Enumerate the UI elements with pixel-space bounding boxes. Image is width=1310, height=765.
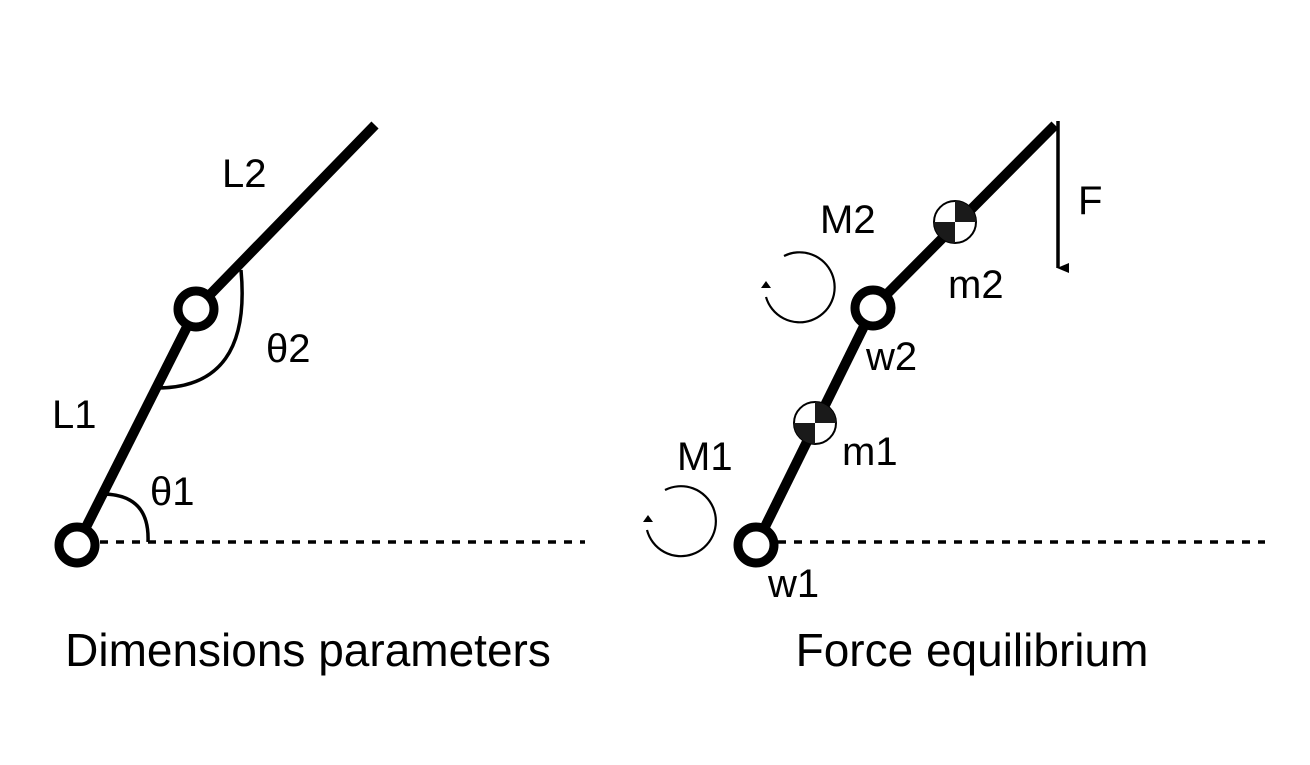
label-m1: m1 bbox=[842, 430, 898, 474]
right-panel: F M2 m2 w2 m1 M1 w1 Force equilibrium bbox=[643, 121, 1265, 676]
moment2-arrow-icon bbox=[761, 251, 836, 324]
label-theta2: θ2 bbox=[266, 327, 311, 371]
angle1-arc bbox=[101, 492, 150, 543]
moment1-arrow-icon bbox=[643, 485, 717, 558]
right-joint-1-icon bbox=[733, 522, 779, 568]
left-link-2 bbox=[192, 121, 379, 313]
right-caption: Force equilibrium bbox=[796, 624, 1149, 676]
label-M1: M1 bbox=[677, 435, 733, 479]
left-panel: L2 L1 θ2 θ1 Dimensions parameters bbox=[52, 121, 585, 676]
label-F: F bbox=[1078, 179, 1102, 223]
label-M2: M2 bbox=[820, 198, 876, 242]
left-caption: Dimensions parameters bbox=[65, 624, 551, 676]
label-w1: w1 bbox=[767, 562, 819, 606]
label-m2: m2 bbox=[948, 263, 1004, 307]
right-joint-2-icon bbox=[850, 285, 896, 331]
left-joint-2-icon bbox=[173, 286, 219, 332]
center-of-mass-2-icon bbox=[933, 200, 977, 244]
left-link-1 bbox=[72, 306, 201, 548]
angle2-arc bbox=[156, 269, 244, 390]
label-w2: w2 bbox=[865, 335, 917, 379]
label-theta1: θ1 bbox=[150, 470, 195, 514]
center-of-mass-1-icon bbox=[793, 401, 837, 445]
label-L2: L2 bbox=[222, 152, 267, 196]
label-L1: L1 bbox=[52, 393, 97, 437]
left-joint-1-icon bbox=[54, 522, 100, 568]
